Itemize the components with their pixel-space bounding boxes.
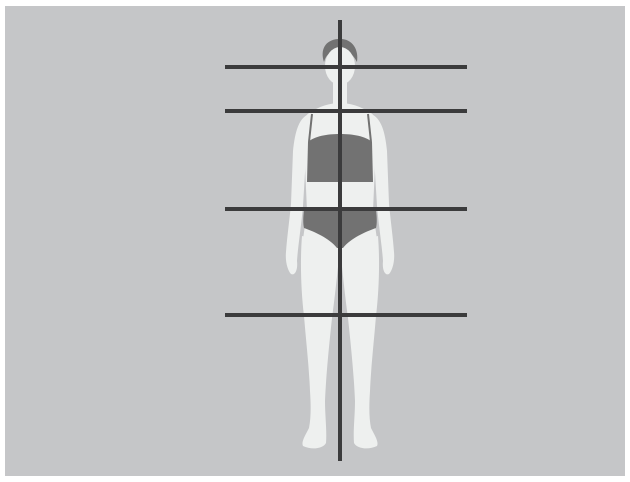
diagram-panel — [5, 6, 625, 476]
body-proportion-diagram — [5, 6, 625, 476]
